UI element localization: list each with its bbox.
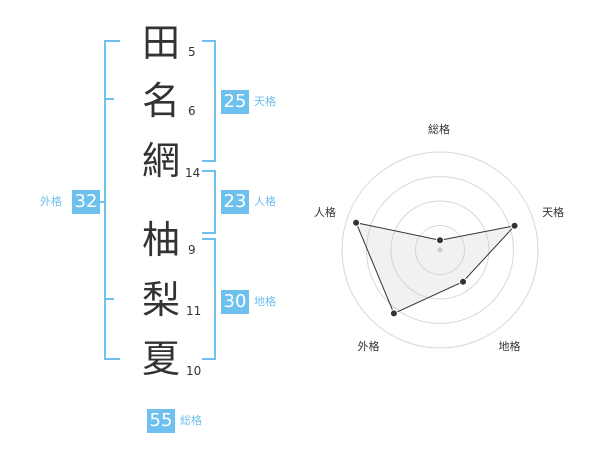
- name-char-2: 名: [141, 79, 180, 123]
- chikaku-badge: 30: [221, 290, 249, 314]
- name-char-3: 網: [141, 139, 180, 183]
- gaikaku-bracket: [104, 40, 120, 360]
- jinkaku-badge: 23: [221, 190, 249, 214]
- stroke-count-1: 5: [188, 45, 196, 59]
- jinkaku-bracket: [202, 170, 216, 234]
- radar-point-1: [436, 236, 444, 245]
- soukaku-badge: 55: [147, 409, 175, 433]
- jinkaku-label: 人格: [254, 195, 276, 208]
- radar-point-4: [389, 309, 398, 318]
- radar-ring-4: [341, 151, 539, 349]
- stroke-count-3: 14: [185, 166, 201, 180]
- name-char-4: 柚: [141, 218, 180, 262]
- stroke-count-4: 9: [188, 243, 196, 257]
- name-char-5: 梨: [141, 278, 180, 322]
- chikaku-label: 地格: [254, 295, 276, 308]
- radar-point-5: [352, 218, 361, 227]
- gaikaku-connector: [98, 201, 106, 203]
- gaikaku-tick-2: [104, 298, 114, 300]
- name-char-1: 田: [141, 21, 180, 65]
- gaikaku-badge: 32: [72, 190, 100, 214]
- tenkaku-label: 天格: [254, 95, 276, 108]
- tenkaku-badge: 25: [221, 90, 249, 114]
- radar-point-2: [510, 221, 519, 230]
- stroke-count-5: 11: [186, 304, 202, 318]
- radar-series-polygon: [355, 222, 516, 315]
- radar-axis-label-5: 人格: [313, 205, 336, 219]
- gaikaku-tick-1: [104, 98, 114, 100]
- radar-axis-label-1: 総格: [428, 123, 450, 136]
- radar-axis-label-4: 外格: [357, 340, 380, 354]
- radar-axis-label-2: 天格: [542, 205, 565, 219]
- radar-point-3: [459, 277, 468, 286]
- radar-ring-1: [415, 225, 465, 275]
- soukaku-label: 総格: [180, 414, 202, 427]
- chikaku-bracket: [202, 238, 216, 360]
- radar-ring-2: [390, 200, 490, 300]
- radar-center: [437, 247, 443, 253]
- gaikaku-label: 外格: [40, 195, 62, 208]
- stroke-count-2: 6: [188, 104, 196, 118]
- tenkaku-bracket: [202, 40, 216, 162]
- radar-axis-label-3: 地格: [498, 340, 521, 354]
- stroke-count-6: 10: [186, 364, 202, 378]
- name-char-6: 夏: [141, 337, 180, 381]
- radar-ring-3: [366, 176, 514, 324]
